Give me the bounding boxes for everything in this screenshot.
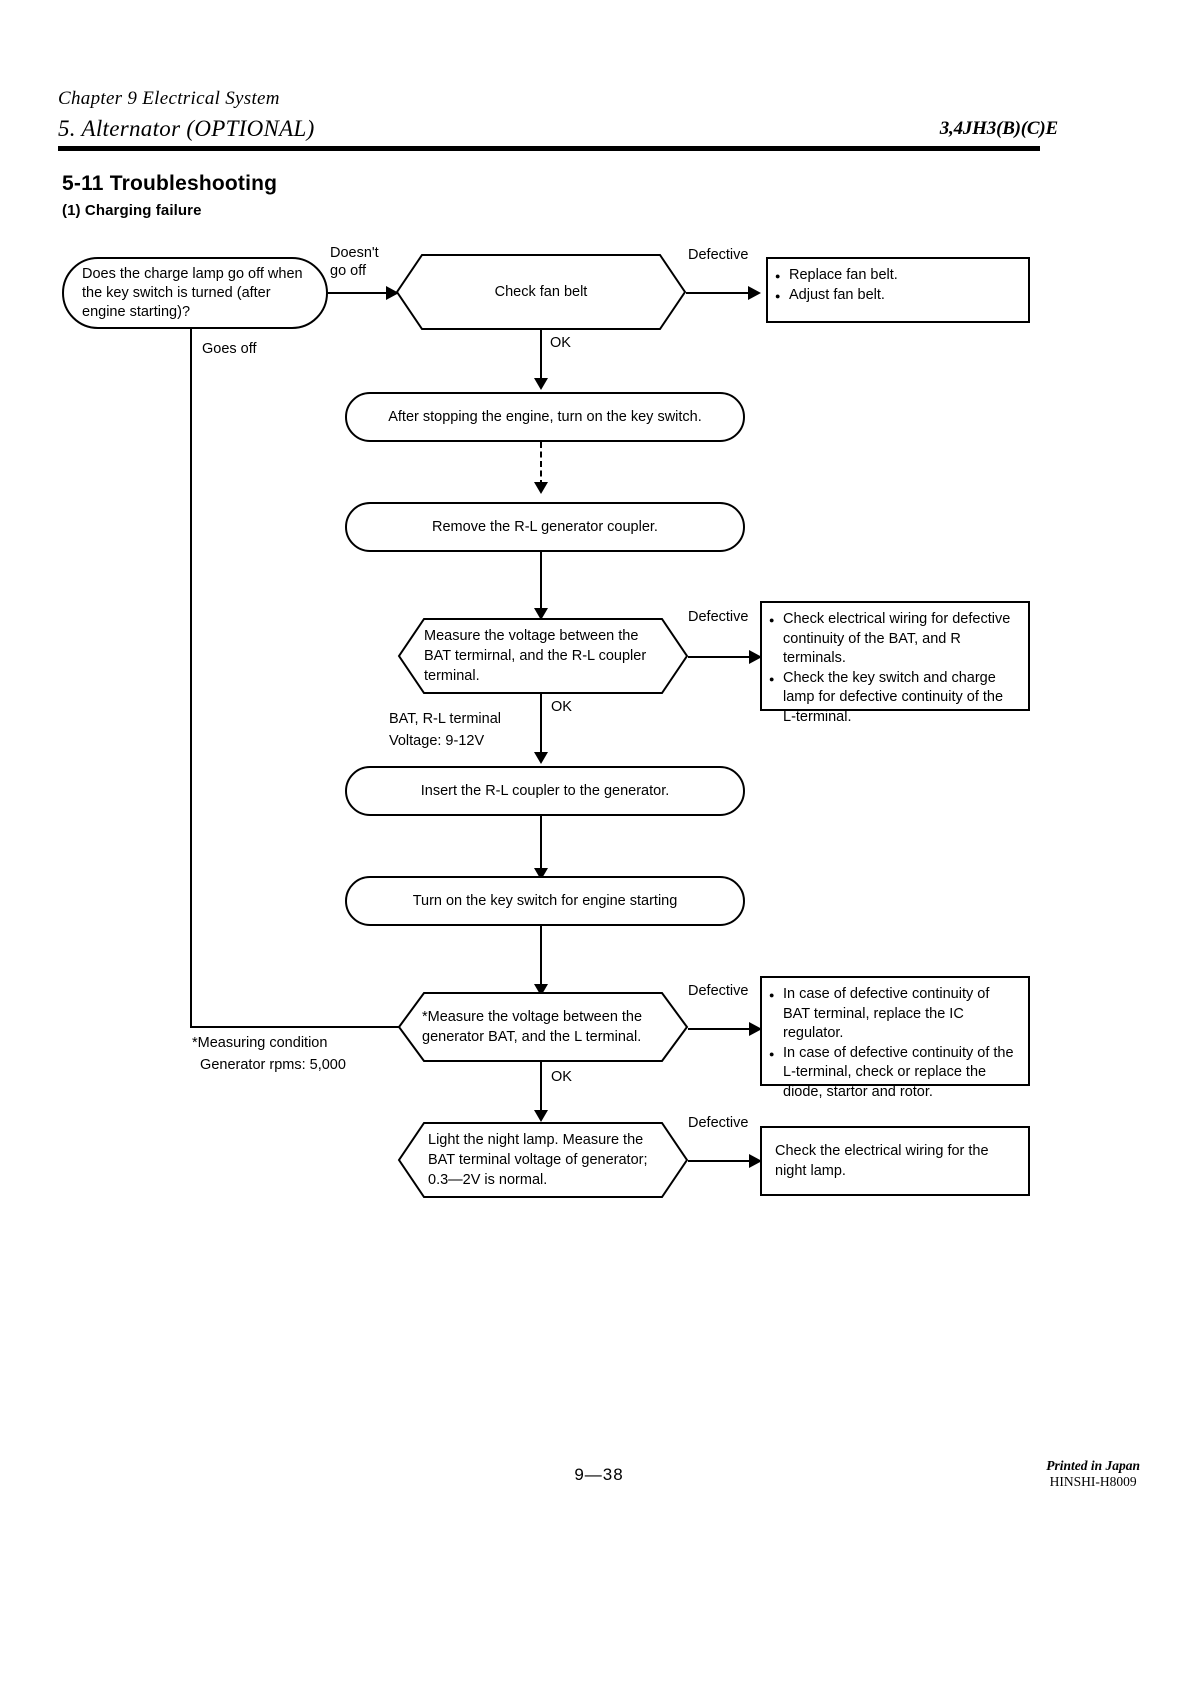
connector-goes-off-trunk [190, 329, 192, 1027]
connector-start-to-fanbelt [328, 292, 390, 294]
branch-label-defective-4: Defective [688, 1115, 749, 1131]
arrow-fanbelt-ok [534, 378, 548, 390]
subsection-title: (1) Charging failure [62, 202, 202, 219]
model-code: 3,4JH3(B)(C)E [939, 118, 1058, 139]
page-header: Chapter 9 Electrical System 5. Alternato… [58, 88, 1058, 142]
print-code: HINSHI-H8009 [1049, 1474, 1137, 1489]
node-key-switch-start: Turn on the key switch for engine starti… [345, 876, 745, 926]
node-stop-engine-key-on: After stopping the engine, turn on the k… [345, 392, 745, 442]
print-info: Printed in Japan HINSHI-H8009 [1046, 1458, 1140, 1490]
arrow-night-lamp-to-action [749, 1154, 762, 1168]
annotation-voltage-spec: BAT, R-L terminal Voltage: 9-12V [389, 711, 501, 749]
connector-goes-off-to-measure-bat-l [190, 1026, 412, 1028]
action-item: Adjust fan belt. [775, 286, 1019, 306]
action-item: Check the key switch and charge lamp for… [769, 669, 1019, 728]
connector-remove-to-measure [540, 552, 542, 614]
node-insert-coupler-label: Insert the R-L coupler to the generator. [420, 782, 670, 799]
action-item: Check the electrical wiring for the nigh… [775, 1143, 989, 1179]
connector-insert-to-keyswitch [540, 816, 542, 872]
node-measure-bat-l-label: *Measure the voltage between the generat… [422, 1009, 643, 1045]
chapter-title: Chapter 9 Electrical System [58, 88, 280, 109]
action-box-night-lamp-wiring: Check the electrical wiring for the nigh… [760, 1126, 1030, 1196]
branch-label-ok-2: OK [551, 699, 572, 715]
arrow-fanbelt-to-fanbelt-action [748, 286, 761, 300]
arrow-dashed-remove-coupler [534, 482, 548, 494]
page-title: 5-11 Troubleshooting [62, 172, 278, 195]
connector-measure-ok [540, 694, 542, 756]
node-check-fan-belt-label: Check fan belt [494, 284, 588, 300]
node-measure-bat-rl: Measure the voltage between the BAT term… [397, 618, 689, 694]
connector-dashed-remove-coupler [540, 442, 542, 486]
action-item: Check electrical wiring for defective co… [769, 610, 1019, 669]
section-title: 5. Alternator (OPTIONAL) [58, 116, 315, 141]
node-night-lamp-test-label: Light the night lamp. Measure the BAT te… [428, 1132, 648, 1188]
printed-in-label: Printed in Japan [1046, 1458, 1140, 1473]
connector-keyswitch-to-measure-bat-l [540, 926, 542, 988]
node-night-lamp-test: Light the night lamp. Measure the BAT te… [397, 1122, 689, 1198]
node-stop-engine-key-on-label: After stopping the engine, turn on the k… [388, 408, 702, 425]
arrow-measure-ok [534, 752, 548, 764]
branch-label-defective-2: Defective [688, 609, 749, 625]
node-insert-coupler: Insert the R-L coupler to the generator. [345, 766, 745, 816]
flow-start-node: Does the charge lamp go off when the key… [62, 257, 328, 329]
connector-night-lamp-to-action [688, 1160, 754, 1162]
branch-label-defective-3: Defective [688, 983, 749, 999]
action-item: In case of defective continuity of BAT t… [769, 985, 1019, 1044]
branch-label-defective-1: Defective [688, 247, 749, 263]
connector-measure-bat-l-ok [540, 1062, 542, 1114]
node-key-switch-start-label: Turn on the key switch for engine starti… [412, 892, 678, 909]
action-box-wiring-check: Check electrical wiring for defective co… [760, 601, 1030, 725]
arrow-remove-to-measure [534, 608, 548, 620]
arrow-measure-to-wiring-action [749, 650, 762, 664]
header-rule [58, 146, 1040, 151]
branch-label-ok-3: OK [551, 1069, 572, 1085]
connector-measure-bat-l-to-ic-action [688, 1028, 754, 1030]
node-check-fan-belt: Check fan belt [395, 254, 687, 330]
connector-fanbelt-ok [540, 330, 542, 382]
branch-label-ok-1: OK [550, 335, 571, 351]
action-box-ic-regulator: In case of defective continuity of BAT t… [760, 976, 1030, 1100]
branch-label-doesnt-go-off: Doesn't go off [330, 245, 379, 279]
flow-start-label: Does the charge lamp go off when the key… [82, 265, 303, 320]
action-item: Replace fan belt. [775, 266, 1019, 286]
node-measure-bat-rl-label: Measure the voltage between the BAT term… [424, 628, 647, 684]
action-box-fan-belt: Replace fan belt. Adjust fan belt. [766, 257, 1030, 323]
node-remove-coupler: Remove the R-L generator coupler. [345, 502, 745, 552]
node-measure-bat-l: *Measure the voltage between the generat… [397, 992, 689, 1062]
arrow-measure-bat-l-ok [534, 1110, 548, 1122]
node-remove-coupler-label: Remove the R-L generator coupler. [432, 518, 658, 535]
branch-label-goes-off: Goes off [202, 341, 257, 357]
connector-measure-to-wiring-action [688, 656, 754, 658]
connector-fanbelt-to-fanbelt-action [686, 292, 753, 294]
page-number: 9—38 [574, 1465, 624, 1484]
annotation-measuring-condition: *Measuring condition Generator rpms: 5,0… [192, 1035, 346, 1073]
arrow-start-to-fanbelt [386, 286, 399, 300]
arrow-measure-bat-l-to-ic-action [749, 1022, 762, 1036]
action-item: In case of defective continuity of the L… [769, 1044, 1019, 1103]
